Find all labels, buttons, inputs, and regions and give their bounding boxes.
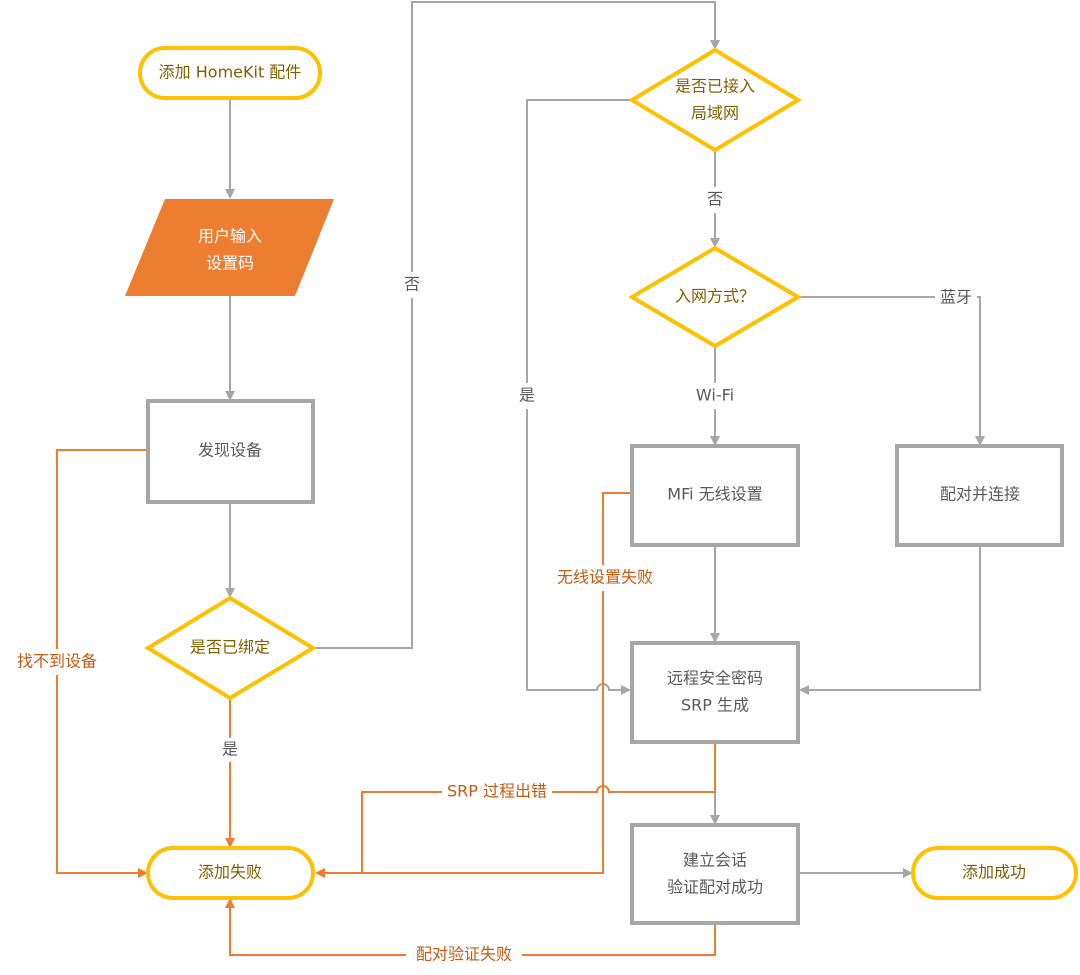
label-verify-fail: 配对验证失败 [416, 945, 512, 964]
label-not-found: 找不到设备 [17, 652, 97, 671]
label-wifi-fail: 无线设置失败 [557, 568, 653, 587]
node-method-text: 入网方式？ [675, 287, 755, 306]
node-fail: 添加失败 [146, 846, 315, 900]
node-lan-line2: 局域网 [691, 104, 739, 123]
node-start-text: 添加 HomeKit 配件 [159, 63, 302, 82]
node-fail-text: 添加失败 [198, 863, 262, 882]
node-srp: 远程安全密码 SRP 生成 [630, 641, 800, 744]
node-bound: 是否已绑定 [144, 595, 317, 701]
node-pair-text: 配对并连接 [940, 485, 1020, 504]
node-srp-line1: 远程安全密码 [667, 669, 763, 688]
node-input: 用户输入 设置码 [125, 199, 334, 296]
edge-srp-error [361, 743, 716, 873]
label-lan-yes: 是 [519, 386, 535, 405]
label-bound-yes: 是 [222, 740, 238, 759]
node-session-line1: 建立会话 [683, 851, 747, 870]
label-method-wifi: Wi-Fi [696, 386, 734, 405]
node-input-line2: 设置码 [206, 254, 254, 273]
node-srp-line2: SRP 生成 [681, 696, 749, 715]
label-srp-error: SRP 过程出错 [447, 782, 547, 801]
node-lan: 是否已接入 局域网 [628, 47, 802, 153]
label-lan-no: 否 [707, 190, 723, 209]
node-session-line2: 验证配对成功 [667, 878, 763, 897]
edge-pair-srp [799, 546, 981, 695]
node-discover: 发现设备 [146, 399, 315, 504]
node-method: 入网方式？ [628, 245, 802, 349]
node-pair: 配对并连接 [895, 444, 1064, 547]
label-bound-no: 否 [404, 275, 420, 294]
node-discover-text: 发现设备 [198, 441, 262, 460]
node-session: 建立会话 验证配对成功 [630, 823, 800, 925]
node-success: 添加成功 [911, 846, 1078, 900]
edge-lan-srp [526, 99, 632, 695]
label-method-bluetooth: 蓝牙 [940, 288, 972, 307]
node-mfi: MFi 无线设置 [630, 444, 800, 547]
edge-bound-lan [314, 1, 720, 649]
node-lan-line1: 是否已接入 [675, 77, 755, 96]
node-mfi-text: MFi 无线设置 [667, 485, 762, 504]
edge-wifi-fail [315, 492, 632, 878]
node-input-line1: 用户输入 [198, 227, 262, 246]
node-bound-text: 是否已绑定 [190, 638, 270, 657]
edge-method-pair [798, 296, 985, 446]
node-success-text: 添加成功 [962, 863, 1026, 882]
node-start: 添加 HomeKit 配件 [138, 46, 322, 100]
